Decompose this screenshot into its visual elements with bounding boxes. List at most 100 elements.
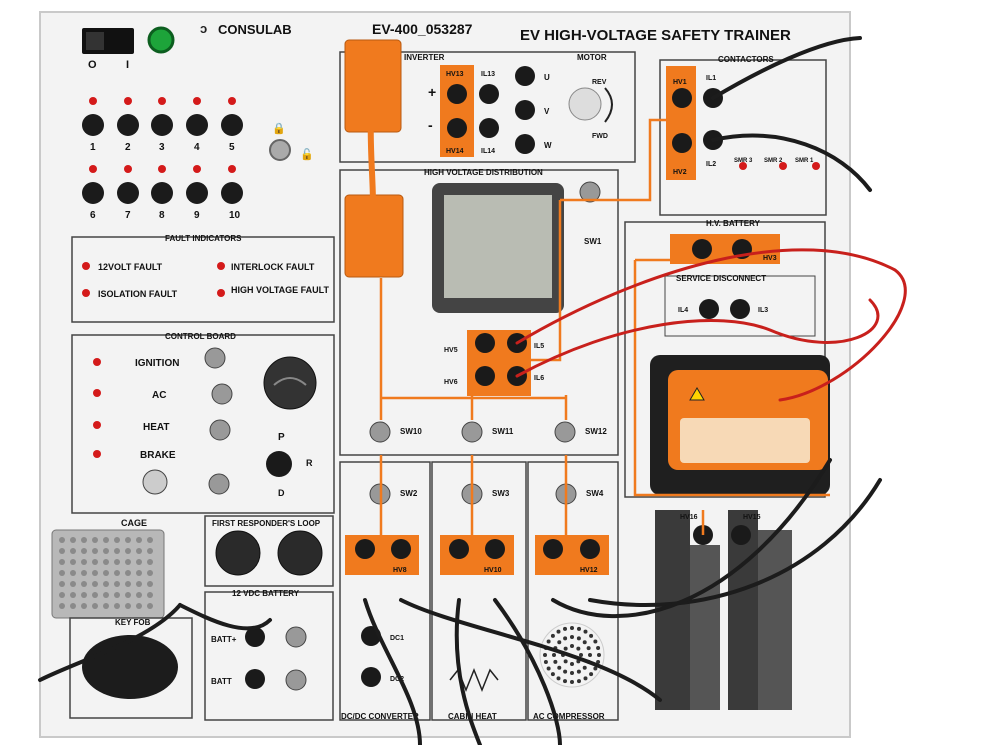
motor-v-label: V: [544, 107, 550, 116]
hv6-jack[interactable]: [475, 366, 495, 386]
hv8-plus-jack[interactable]: [355, 539, 375, 559]
hv10-minus-jack[interactable]: [485, 539, 505, 559]
ignition-toggle[interactable]: [204, 347, 226, 369]
cabin-heat-box: [431, 461, 527, 721]
hv15-jack[interactable]: [731, 525, 751, 545]
ac-grille-hole: [552, 653, 556, 657]
inverter-title: INVERTER: [404, 53, 445, 62]
il4-jack[interactable]: [699, 299, 719, 319]
cage-hole: [136, 592, 142, 598]
ac-grille-hole: [596, 659, 601, 664]
fault-button-7[interactable]: [117, 182, 139, 204]
first-responder-loop-left[interactable]: [215, 530, 261, 576]
hv5-jack[interactable]: [475, 333, 495, 353]
fault-button-9[interactable]: [186, 182, 208, 204]
shifter-d: D: [278, 488, 285, 498]
first-responder-loop-right[interactable]: [277, 530, 323, 576]
batt-ground-jack[interactable]: [245, 669, 265, 689]
cage-hole: [136, 559, 142, 565]
power-rocker[interactable]: [86, 32, 104, 50]
fault-button-6[interactable]: [82, 182, 104, 204]
hv10-plus-jack[interactable]: [449, 539, 469, 559]
ac-grille-hole: [546, 666, 551, 671]
hv-battery-minus-jack[interactable]: [692, 239, 712, 259]
fault-button-10[interactable]: [221, 182, 243, 204]
ac-grille-hole: [550, 672, 555, 677]
hv1-jack[interactable]: [672, 88, 692, 108]
cage-hole: [103, 570, 109, 576]
hv8-label: HV8: [393, 567, 407, 574]
hv12-minus-jack[interactable]: [580, 539, 600, 559]
cage-hole: [92, 581, 98, 587]
cage-hole: [114, 559, 120, 565]
start-button[interactable]: [263, 356, 317, 410]
sw11-label: SW11: [492, 427, 514, 436]
cage-hole: [136, 603, 142, 609]
motor-w-jack[interactable]: [515, 134, 535, 154]
il3-label: IL3: [758, 307, 768, 314]
hv8-minus-jack[interactable]: [391, 539, 411, 559]
ac-grille-hole: [593, 639, 598, 644]
contactors-box: [659, 59, 827, 216]
control-row-ignition: IGNITION: [93, 347, 226, 369]
ac-grille-hole: [563, 646, 568, 651]
control-board-title: CONTROL BOARD: [165, 332, 236, 341]
hv13-jack[interactable]: [447, 84, 467, 104]
il13-jack[interactable]: [479, 84, 499, 104]
batt-plus-toggle[interactable]: [285, 626, 307, 648]
cage-hole: [125, 570, 131, 576]
hv16-label: HV16: [680, 514, 698, 521]
ac-grille-hole: [556, 676, 561, 681]
hv12-plus-jack[interactable]: [543, 539, 563, 559]
led-ac: [93, 389, 101, 397]
fault-button-4[interactable]: [186, 114, 208, 136]
fault-button-2[interactable]: [117, 114, 139, 136]
motor-v-jack[interactable]: [515, 100, 535, 120]
cage-hole: [59, 537, 65, 543]
fault-button-1[interactable]: [82, 114, 104, 136]
orange-bus-lines: [379, 118, 830, 535]
aux-toggle[interactable]: [208, 473, 230, 495]
cage-hole: [125, 537, 131, 543]
sw3-label: SW3: [492, 489, 510, 498]
cage-hole: [147, 592, 153, 598]
control-board-box: [71, 334, 335, 514]
batt-ground-toggle[interactable]: [285, 669, 307, 691]
sw1-toggle[interactable]: [579, 181, 601, 203]
il3-jack[interactable]: [730, 299, 750, 319]
cage-hole: [136, 548, 142, 554]
cage-hole: [114, 570, 120, 576]
cage-hole: [81, 537, 87, 543]
fault-button-3[interactable]: [151, 114, 173, 136]
brake-label: BRAKE: [140, 450, 176, 461]
ac-compressor-box: [527, 461, 619, 721]
led-ignition: [93, 358, 101, 366]
red-test-lead-1: [515, 248, 907, 402]
ac-grille-hole: [576, 679, 581, 684]
sw12-toggle[interactable]: [554, 421, 576, 443]
fault-led-10: [228, 165, 236, 173]
key-fob-pad[interactable]: [82, 635, 178, 699]
ac-grille-hole: [570, 680, 574, 684]
fault-button-label-2: 2: [125, 142, 131, 153]
gear-selector[interactable]: [266, 451, 292, 477]
inverter-orange-strip: [440, 65, 474, 157]
sw12-label: SW12: [585, 427, 607, 436]
il14-jack[interactable]: [479, 118, 499, 138]
heat-toggle[interactable]: [209, 419, 231, 441]
motor-u-jack[interactable]: [515, 66, 535, 86]
ac-toggle[interactable]: [211, 383, 233, 405]
rotation-arrow-icon: [604, 87, 613, 123]
sw11-toggle[interactable]: [461, 421, 483, 443]
dc2-jack[interactable]: [361, 667, 381, 687]
hv14-jack[interactable]: [447, 118, 467, 138]
hv2-jack[interactable]: [672, 133, 692, 153]
sw10-toggle[interactable]: [369, 421, 391, 443]
smr1-led: [812, 162, 820, 170]
batt-plus-jack[interactable]: [245, 627, 265, 647]
fault-button-8[interactable]: [151, 182, 173, 204]
key-lock-switch[interactable]: [269, 139, 291, 161]
brake-switch[interactable]: [142, 469, 168, 495]
black-lead-hv12b: [551, 458, 832, 619]
fault-button-5[interactable]: [221, 114, 243, 136]
